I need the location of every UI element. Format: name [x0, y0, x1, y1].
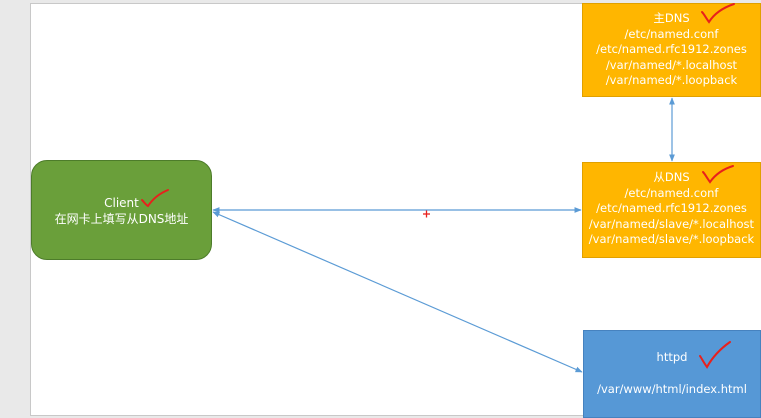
httpd-node[interactable]: httpd /var/www/html/index.html: [583, 330, 761, 418]
master-dns-file: /etc/named.conf: [624, 26, 719, 41]
slave-dns-file: /etc/named.conf: [624, 185, 719, 200]
checkmark-icon: [141, 189, 169, 208]
master-dns-file: /var/named/*.loopback: [605, 73, 738, 87]
master-dns-file: /etc/named.rfc1912.zones: [596, 42, 747, 56]
cursor-cross-icon: [423, 210, 430, 218]
client-node[interactable]: Client 在网卡上填写从DNS地址: [31, 160, 212, 260]
slave-dns-file: /etc/named.rfc1912.zones: [596, 201, 747, 215]
httpd-title: httpd: [656, 350, 688, 364]
slave-dns-title: 从DNS: [653, 170, 690, 184]
client-httpd-connector: [212, 211, 583, 373]
master-dns-file: /var/named/*.localhost: [605, 57, 738, 72]
checkmark-icon: [701, 3, 735, 24]
slave-dns-file: /var/named/slave/*.localhost: [588, 216, 755, 231]
client-note: 在网卡上填写从DNS地址: [54, 212, 189, 226]
client-name: Client: [104, 196, 139, 210]
checkmark-icon: [699, 341, 731, 369]
slave-dns-file: /var/named/slave/*.loopback: [588, 232, 755, 246]
checkmark-icon: [702, 165, 734, 184]
slave-dns-node[interactable]: 从DNS /etc/named.conf /etc/named.rfc1912.…: [582, 162, 761, 258]
httpd-path: /var/www/html/index.html: [597, 382, 747, 396]
master-dns-title: 主DNS: [653, 11, 690, 25]
